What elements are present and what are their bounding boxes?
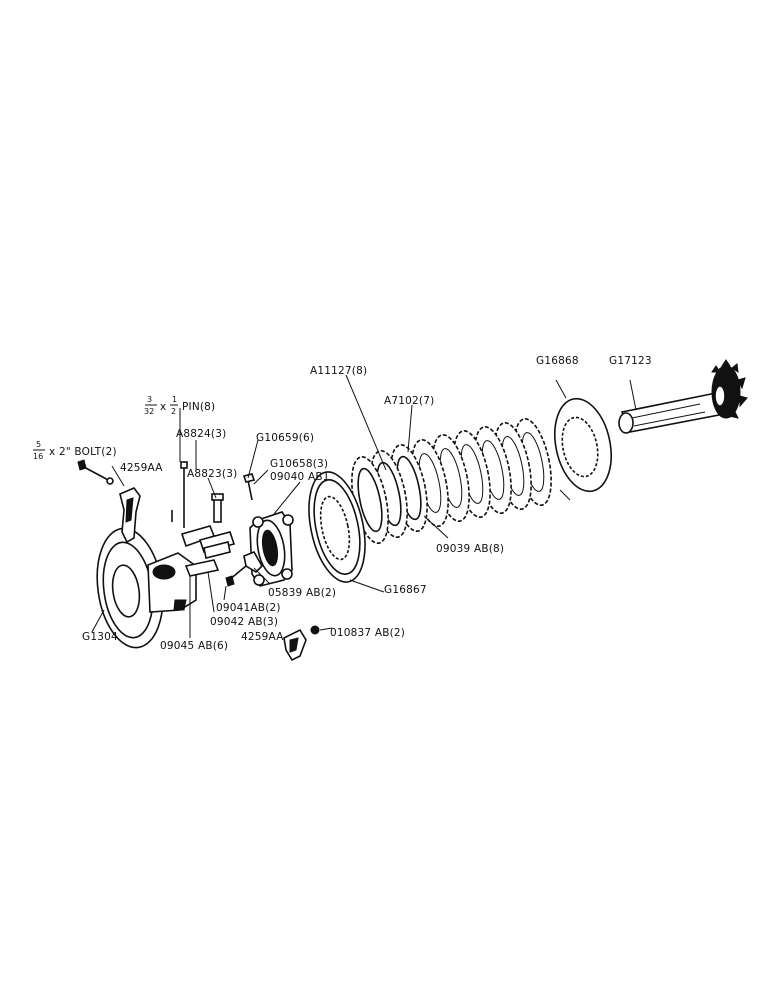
label-4259aa-bottom: 4259AA <box>241 631 284 643</box>
leader-lines <box>91 374 637 638</box>
clutch-pressure-plate <box>249 511 294 587</box>
label-bolt: 5 16 x 2" BOLT(2) <box>33 440 117 461</box>
thrust-washer <box>554 397 612 493</box>
svg-text:1: 1 <box>172 395 177 404</box>
label-g16868: G16868 <box>536 355 579 367</box>
label-g09039: 09039 AB(8) <box>436 543 504 555</box>
label-g05839: 05839 AB(2) <box>268 587 336 599</box>
svg-text:5: 5 <box>36 440 41 449</box>
release-fork-top <box>119 487 141 544</box>
clutch-discs <box>351 418 571 544</box>
links-and-pins <box>171 461 263 587</box>
label-g17123: G17123 <box>609 355 652 367</box>
svg-text:x: x <box>160 401 166 413</box>
label-a11127: A11127(8) <box>310 365 367 377</box>
label-g09040: 09040 AB1 <box>270 471 330 483</box>
label-a8824: A8824(3) <box>176 428 226 440</box>
label-a8823: A8823(3) <box>187 468 237 480</box>
splined-shaft <box>618 359 748 434</box>
label-g16867: G16867 <box>384 584 427 596</box>
label-pin: 3 32 x 1 2 PIN(8) <box>144 395 215 416</box>
svg-text:32: 32 <box>144 407 154 416</box>
labels: G17123 G16868 A11127(8) A7102(7) 3 32 x … <box>33 355 652 652</box>
label-g09045: 09045 AB(6) <box>160 640 228 652</box>
svg-text:x 2" BOLT(2): x 2" BOLT(2) <box>49 446 117 458</box>
svg-text:PIN(8): PIN(8) <box>182 401 215 413</box>
svg-text:2: 2 <box>171 407 176 416</box>
label-4259aa-top: 4259AA <box>120 462 163 474</box>
label-a7102: A7102(7) <box>384 395 434 407</box>
label-g010837: 010837 AB(2) <box>330 627 405 639</box>
label-g09041: 09041AB(2) <box>216 602 281 614</box>
svg-text:3: 3 <box>147 395 152 404</box>
release-fork-bottom <box>283 625 320 662</box>
svg-text:16: 16 <box>33 452 43 461</box>
clutch-back-plate <box>308 471 366 583</box>
bolt <box>77 459 114 485</box>
bearing-hub <box>96 527 197 649</box>
label-g1304: G1304 <box>82 631 118 643</box>
label-g09042: 09042 AB(3) <box>210 616 278 628</box>
label-g10659: G10659(6) <box>256 432 314 444</box>
label-g10658: G10658(3) <box>270 458 328 470</box>
